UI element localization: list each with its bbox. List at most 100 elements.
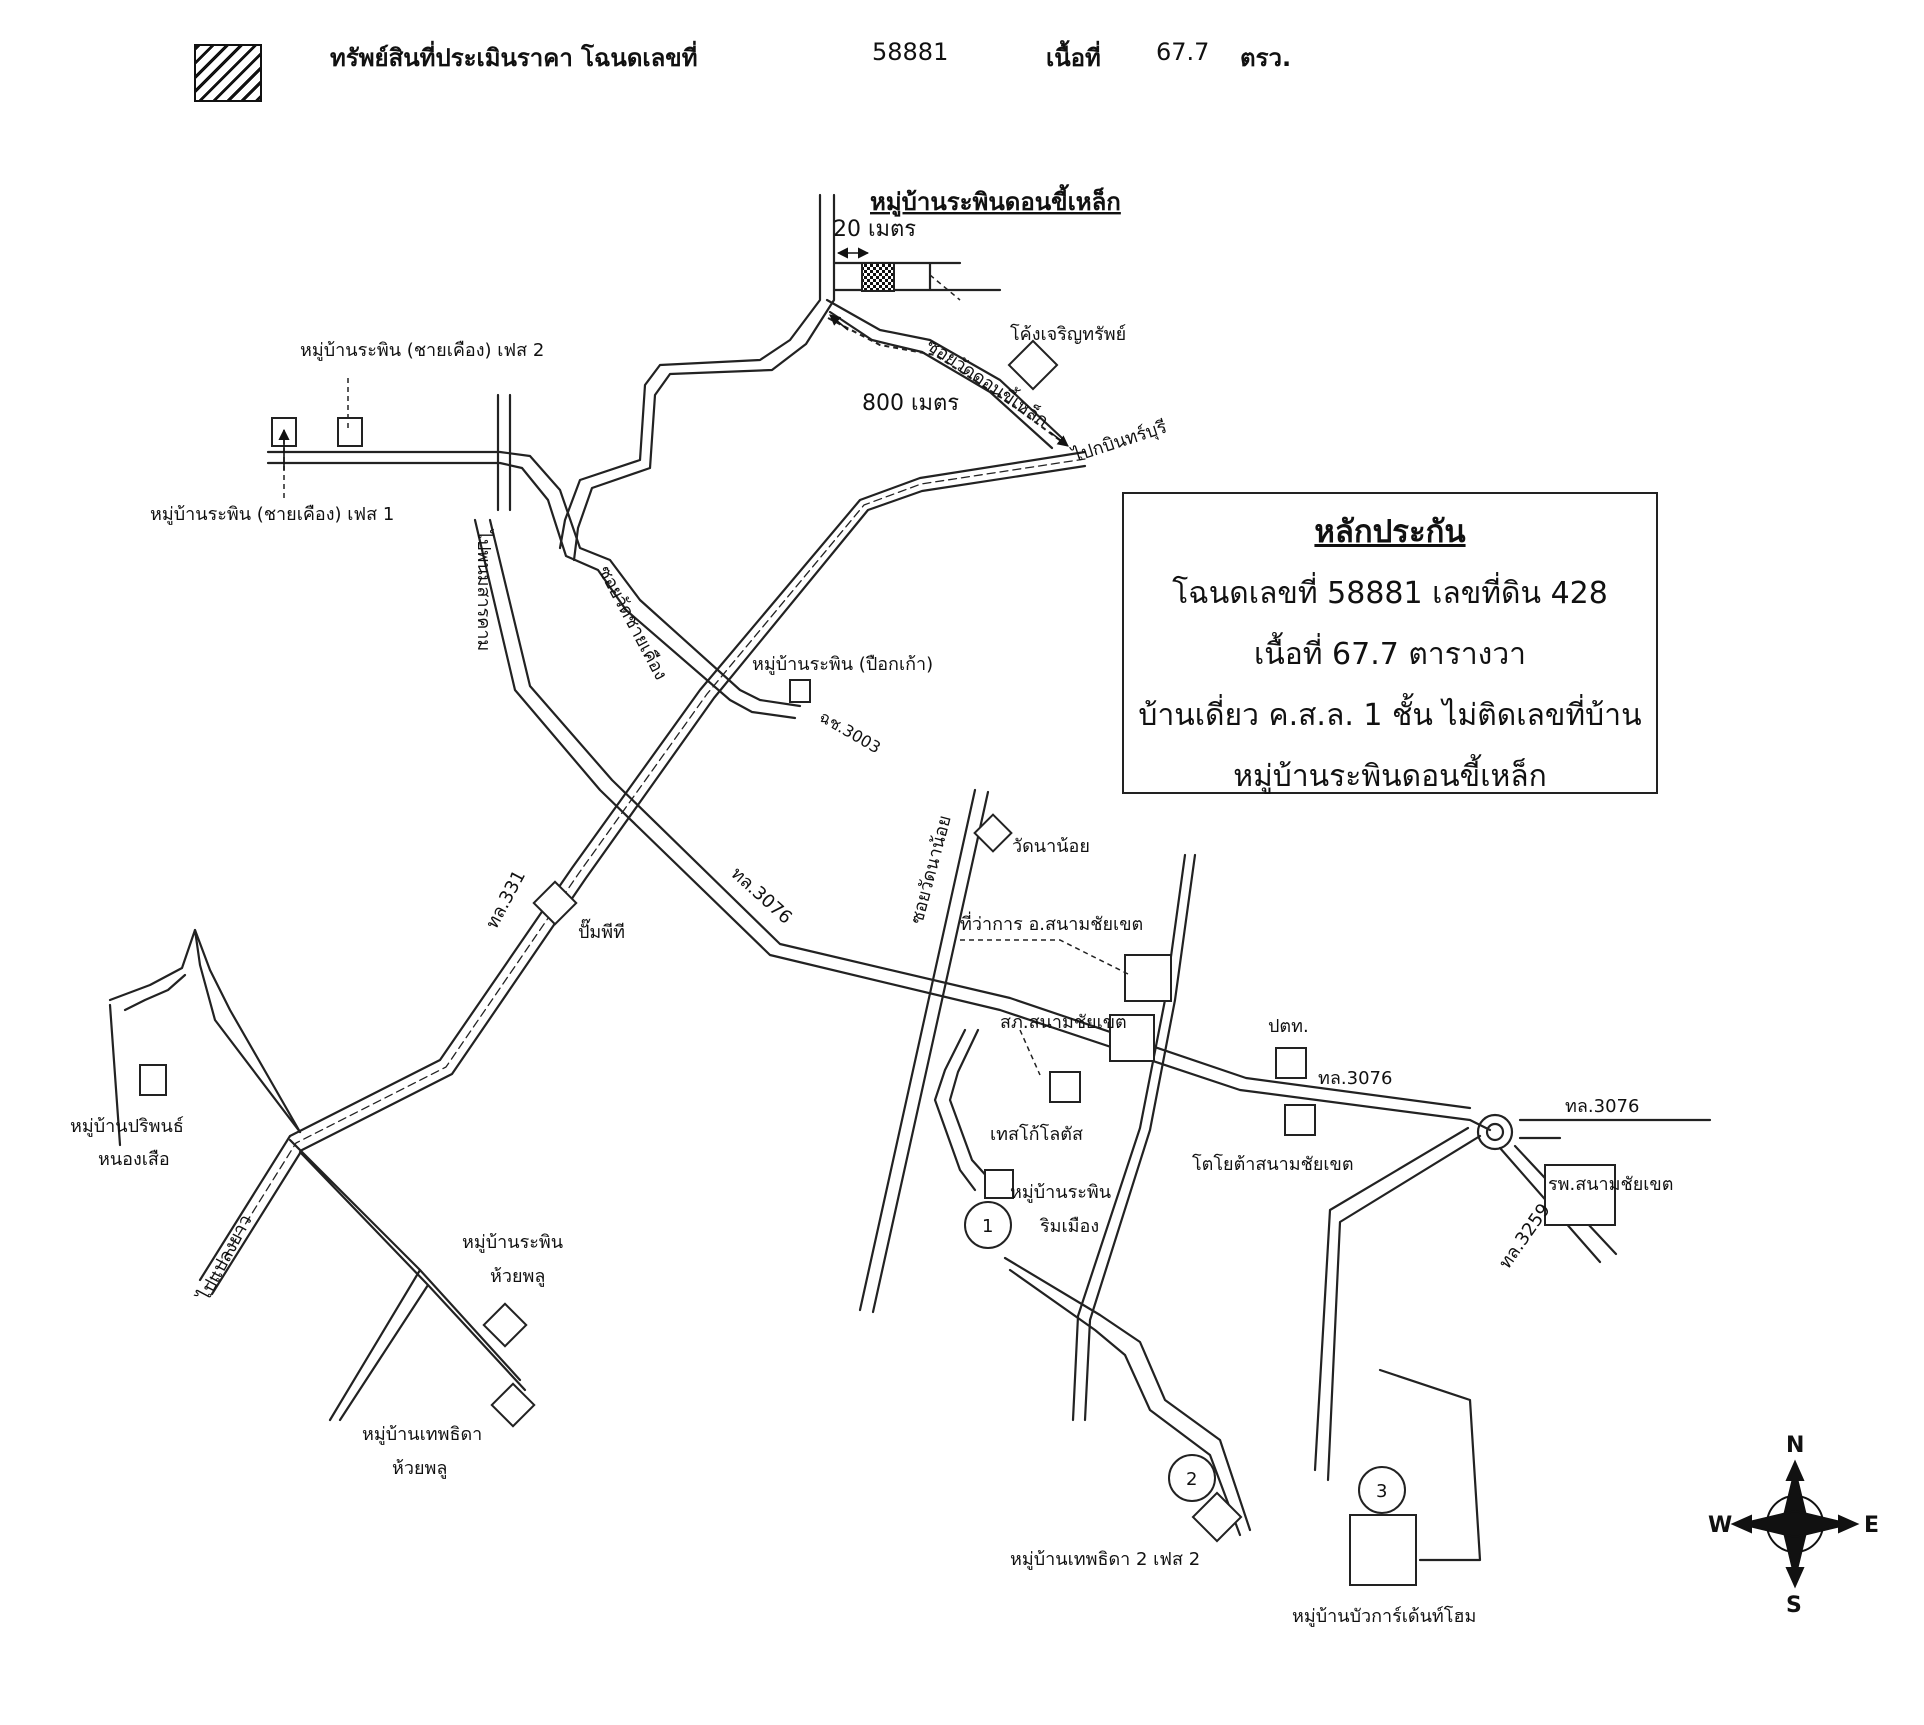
- road-phanom-b: [488, 518, 1472, 1110]
- police-label: สภ.สนามชัยเขต: [1000, 1012, 1127, 1033]
- hospital-label: รพ.สนามชัยเขต: [1548, 1174, 1673, 1195]
- ptt-building: [1275, 1047, 1307, 1079]
- police-building: [1109, 1014, 1155, 1062]
- hospital-building: [1544, 1164, 1616, 1226]
- tesco-label: เทสโก้โลตัส: [990, 1123, 1083, 1145]
- info-line-deed: โฉนดเลขที่ 58881 เลขที่ดิน 428: [1172, 576, 1608, 611]
- rd3259-label: ทล.3259: [1495, 1200, 1555, 1273]
- dist-800-label: 800 เมตร: [862, 391, 959, 416]
- pump-building: [532, 880, 578, 926]
- circle-2-label: 2: [1186, 1469, 1197, 1490]
- toyota-building: [1284, 1104, 1316, 1136]
- road-north-village: [558, 193, 822, 550]
- kong-charoen-building: [1007, 339, 1059, 391]
- phase2-building: [337, 417, 363, 447]
- deed-number: 58881: [872, 38, 949, 66]
- circle-1-label: 1: [982, 1216, 993, 1237]
- arrow-800m-bottom: [1049, 431, 1069, 447]
- compass-w: W: [1708, 1513, 1732, 1538]
- rd3076-label-far: ทล.3076: [1565, 1096, 1639, 1117]
- area-unit: ตรว.: [1240, 44, 1292, 72]
- compass-e: E: [1864, 1513, 1879, 1538]
- marker-circle-3: [1358, 1466, 1406, 1514]
- compass-rose: [1730, 1459, 1860, 1589]
- rapin-huai-label: หมู่บ้านระพิน: [462, 1232, 563, 1253]
- legend-hatch-swatch: [194, 44, 262, 102]
- rapin-rim-label-2: ริมเมือง: [1040, 1216, 1099, 1237]
- road-cross-left: [496, 393, 512, 512]
- soi-na-noi-road: [858, 788, 990, 1314]
- thep2-label: หมู่บ้านเทพธิดา 2 เฟส 2: [1010, 1549, 1200, 1570]
- road-bua: [1378, 1368, 1482, 1562]
- leader-district: [960, 939, 1131, 976]
- road-huai-phlu: [288, 1138, 527, 1422]
- leader-police: [1019, 1029, 1041, 1076]
- road-left-pariphon: [193, 928, 302, 1134]
- nong-suea-label: หนองเสือ: [98, 1149, 170, 1170]
- info-line-village: หมู่บ้านระพินดอนขี้เหล็ก: [1233, 759, 1547, 794]
- marker-circle-1: [964, 1201, 1012, 1249]
- rd3076-label-mid: ทล.3076: [727, 863, 796, 928]
- village-street: [832, 261, 1002, 292]
- wat-na-noi-building: [973, 813, 1013, 853]
- road-331: [198, 450, 1087, 1296]
- thep-huai-label: หมู่บ้านเทพธิดา: [362, 1424, 482, 1445]
- tesco-building: [1049, 1071, 1081, 1103]
- bua-building: [1349, 1514, 1417, 1586]
- wat-na-noi-label: วัดนาน้อย: [1012, 836, 1090, 857]
- road-north-south: [1071, 853, 1197, 1422]
- pueak-label: หมู่บ้านระพิน (ปือกเก้า): [752, 654, 933, 675]
- road-chaikhueang-b: [266, 461, 797, 720]
- district-office-label: ที่ว่าการ อ.สนามชัยเขต: [960, 911, 1143, 935]
- rd331-label: ทล.331: [482, 867, 530, 932]
- info-line-building: บ้านเดี่ยว ค.ส.ล. 1 ชั้น ไม่ติดเลขที่บ้า…: [1138, 698, 1642, 733]
- soi-don-road: [825, 298, 1064, 440]
- huai-phlu-label-1: ห้วยพลู: [490, 1266, 545, 1287]
- road-pariphon: [108, 928, 302, 1147]
- phase2-label: หมู่บ้านระพิน (ชายเคือง) เฟส 2: [300, 340, 544, 361]
- marker-circle-2: [1168, 1454, 1216, 1502]
- rd3076-label-east: ทล.3076: [1318, 1068, 1392, 1089]
- soi-chai-label: ซอยวัดชายเคือง: [594, 562, 672, 683]
- to-phanom-label: ไปพนมสารคาม: [473, 528, 495, 651]
- info-title: หลักประกัน: [1314, 514, 1466, 550]
- legend-label: ทรัพย์สินที่ประเมินราคา โฉนดเลขที่: [330, 44, 698, 72]
- compass-n: N: [1786, 1433, 1804, 1458]
- road-thep2: [1003, 1256, 1252, 1537]
- collateral-info-box: หลักประกัน โฉนดเลขที่ 58881 เลขที่ดิน 42…: [1122, 492, 1658, 794]
- ptt-label: ปตท.: [1268, 1016, 1309, 1037]
- thep2-building: [1191, 1491, 1243, 1543]
- district-office-building: [1124, 954, 1172, 1002]
- rapin-rim-building: [984, 1169, 1014, 1199]
- rapin-rim-label: หมู่บ้านระพิน: [1010, 1182, 1111, 1203]
- route-800m: [827, 317, 1066, 445]
- compass-s: S: [1786, 1593, 1802, 1618]
- road-rapin-rim: [933, 1028, 992, 1192]
- leader-plot: [929, 274, 961, 301]
- to-kabin-label: ไปกบินทร์บุรี: [1068, 416, 1170, 468]
- pueak-building: [789, 679, 811, 703]
- roundabout: [1476, 1113, 1514, 1151]
- area-value: 67.7: [1156, 38, 1210, 66]
- pariphon-label: หมู่บ้านปริพนธ์: [70, 1116, 184, 1137]
- pariphon-building: [139, 1064, 167, 1096]
- road-phanom: [473, 518, 1492, 1132]
- road-north-village-b: [572, 193, 836, 562]
- bua-garden-label: หมู่บ้านบัวการ์เด้นท์โฮม: [1292, 1605, 1476, 1627]
- thep-huai-building: [490, 1382, 536, 1428]
- toyota-label: โตโยต้าสนามชัยเขต: [1192, 1153, 1354, 1175]
- pump-label: ปั๊มพีที: [578, 918, 625, 943]
- phase1-label: หมู่บ้านระพิน (ชายเคือง) เฟส 1: [150, 504, 394, 525]
- village-title: หมู่บ้านระพินดอนขี้เหล็ก: [870, 183, 1121, 217]
- road-3076-east: [1518, 1118, 1712, 1140]
- info-line-area: เนื้อที่ 67.7 ตารางวา: [1253, 637, 1527, 672]
- arrow-800m-top: [829, 314, 849, 331]
- circle-3-label: 3: [1376, 1481, 1387, 1502]
- chs3003-label: ฉช.3003: [816, 707, 884, 757]
- area-label: เนื้อที่: [1046, 44, 1101, 72]
- dist-20-label: 20 เมตร: [833, 217, 916, 242]
- road-chaikhueang: [266, 450, 802, 708]
- rapin-huai-building: [482, 1302, 528, 1348]
- subject-lot-hatch: [861, 262, 895, 292]
- road-south-3: [1313, 1126, 1482, 1482]
